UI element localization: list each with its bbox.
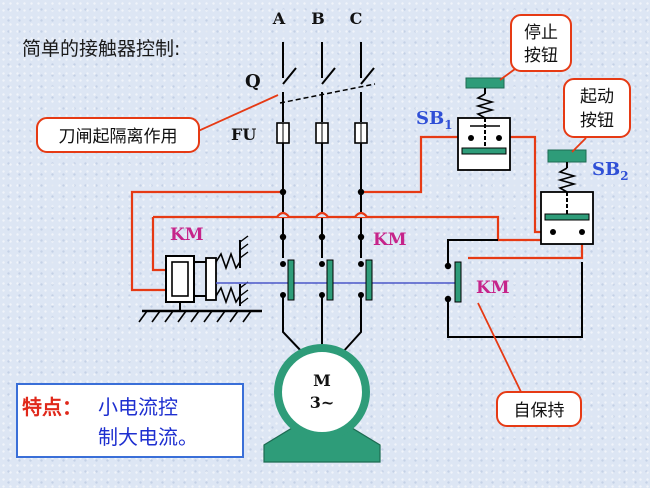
self-hold-wiring — [447, 239, 583, 338]
phase-label-c: C — [350, 9, 363, 28]
fuse-elements — [282, 123, 362, 143]
km-coil-assembly — [138, 235, 262, 323]
stop-button-sb1 — [457, 77, 511, 171]
stop-button-line2: 按钮 — [524, 46, 558, 66]
motor-label: M — [313, 371, 331, 390]
junction-dots — [279, 188, 365, 241]
phase-label-a: A — [272, 9, 286, 28]
phase-label-b: B — [311, 9, 325, 28]
callout-stop-button: 停止 按钮 — [499, 14, 572, 81]
main-power-lines — [282, 143, 362, 258]
feature-line1: 小电流控 — [98, 395, 178, 419]
stop-button-line1: 停止 — [524, 23, 558, 43]
sb2-label: SB2 — [592, 159, 629, 183]
page-title: 简单的接触器控制: — [22, 38, 180, 60]
self-hold-callout-text: 自保持 — [514, 401, 565, 421]
km-main-contact-label: KM — [373, 230, 407, 250]
fuse-fu-label: FU — [231, 125, 256, 144]
km-aux-label: KM — [476, 278, 510, 298]
sb1-label: SB1 — [416, 108, 453, 132]
callout-self-hold: 自保持 — [477, 302, 582, 427]
feature-box: 特点： 小电流控 制大电流。 — [16, 383, 244, 458]
knife-switch-q — [279, 42, 376, 122]
start-button-line2: 按钮 — [580, 111, 614, 131]
feature-label: 特点： — [22, 395, 82, 419]
km-coil-label: KM — [170, 225, 204, 245]
switch-q-label: Q — [245, 71, 261, 92]
knife-switch-callout-text: 刀闸起隔离作用 — [59, 127, 178, 147]
motor-m — [263, 344, 381, 463]
start-button-line1: 起动 — [580, 87, 614, 107]
wire-crossing-hops — [276, 211, 368, 218]
km-aux-contact — [444, 261, 462, 303]
callout-start-button: 起动 按钮 — [563, 78, 631, 153]
feature-line2: 制大电流。 — [98, 425, 198, 449]
km-main-contacts — [280, 259, 373, 318]
callout-knife-switch: 刀闸起隔离作用 — [36, 94, 279, 153]
start-button-sb2 — [540, 149, 594, 245]
motor-phase-label: 3~ — [310, 393, 335, 412]
